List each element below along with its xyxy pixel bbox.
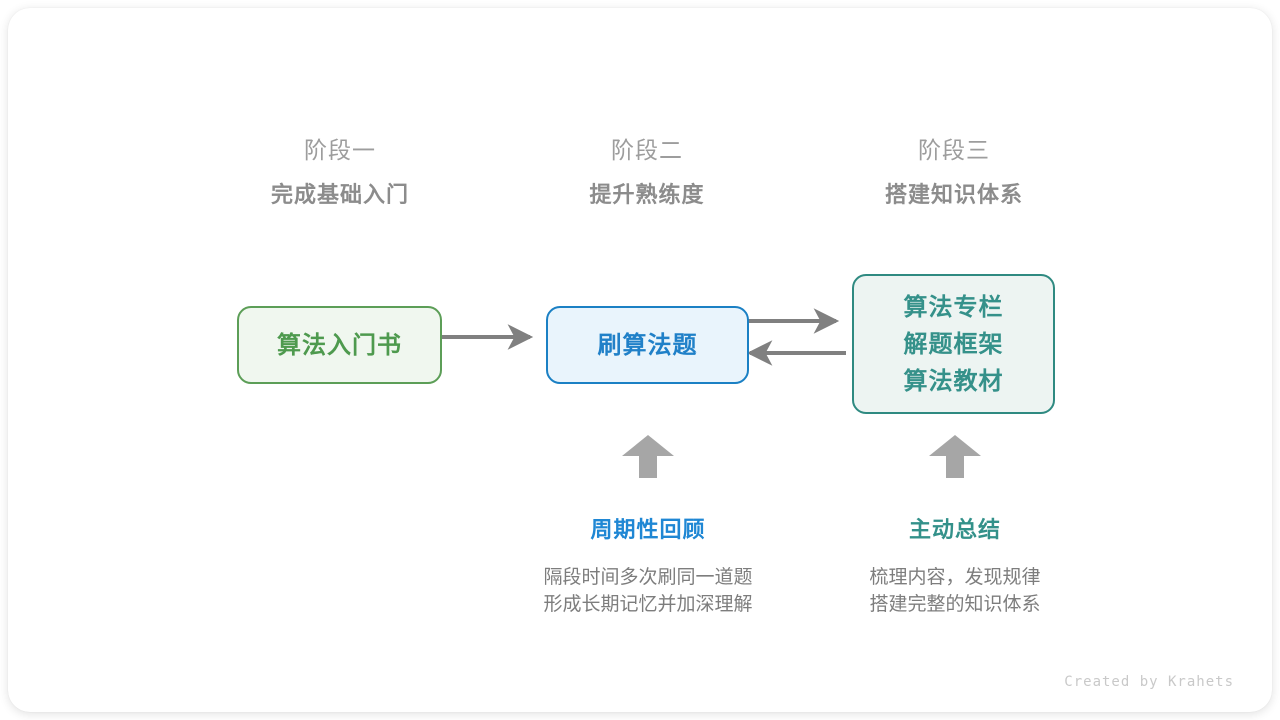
node-knowledge-resources[interactable]: 算法专栏 解题框架 算法教材: [852, 274, 1055, 414]
phase-subtitle-2: 提升熟练度: [589, 183, 705, 208]
phase-subtitle-1: 完成基础入门: [270, 183, 409, 208]
note-active-summary: 主动总结 梳理内容，发现规律 搭建完整的知识体系: [840, 516, 1070, 618]
note-review-title: 周期性回顾: [590, 518, 706, 543]
note-summary-title: 主动总结: [908, 518, 1001, 543]
phase-header-1: 阶段一 完成基础入门: [230, 136, 450, 211]
diagram-card: 阶段一 完成基础入门 阶段二 提升熟练度 阶段三 搭建知识体系 算法入门书 刷算…: [8, 8, 1272, 712]
node-knowledge-line-2: 解题框架: [903, 329, 1004, 358]
note-summary-body-line-2: 搭建完整的知识体系: [869, 593, 1041, 615]
node-book-line-1: 算法入门书: [277, 330, 402, 359]
block-arrow-up-summary: [929, 435, 981, 478]
phase-header-2: 阶段二 提升熟练度: [537, 136, 757, 211]
phase-subtitle-3: 搭建知识体系: [884, 183, 1023, 208]
note-summary-body-line-1: 梳理内容，发现规律: [869, 566, 1041, 588]
note-review-body-line-2: 形成长期记忆并加深理解: [543, 593, 753, 615]
note-periodic-review: 周期性回顾 隔段时间多次刷同一道题 形成长期记忆并加深理解: [528, 516, 768, 618]
watermark-credit: Created by Krahets: [1064, 674, 1234, 690]
block-arrow-up-review: [622, 435, 674, 478]
note-review-body-line-1: 隔段时间多次刷同一道题: [543, 566, 753, 588]
phase-title-3: 阶段三: [918, 138, 990, 164]
phase-header-3: 阶段三 搭建知识体系: [844, 136, 1064, 211]
node-knowledge-line-3: 算法教材: [903, 366, 1004, 395]
phase-title-2: 阶段二: [611, 138, 683, 164]
node-practice-problems[interactable]: 刷算法题: [546, 306, 749, 384]
phase-title-1: 阶段一: [304, 138, 376, 164]
node-practice-line-1: 刷算法题: [597, 330, 698, 359]
node-algorithm-intro-book[interactable]: 算法入门书: [237, 306, 442, 384]
node-knowledge-line-1: 算法专栏: [903, 292, 1004, 321]
